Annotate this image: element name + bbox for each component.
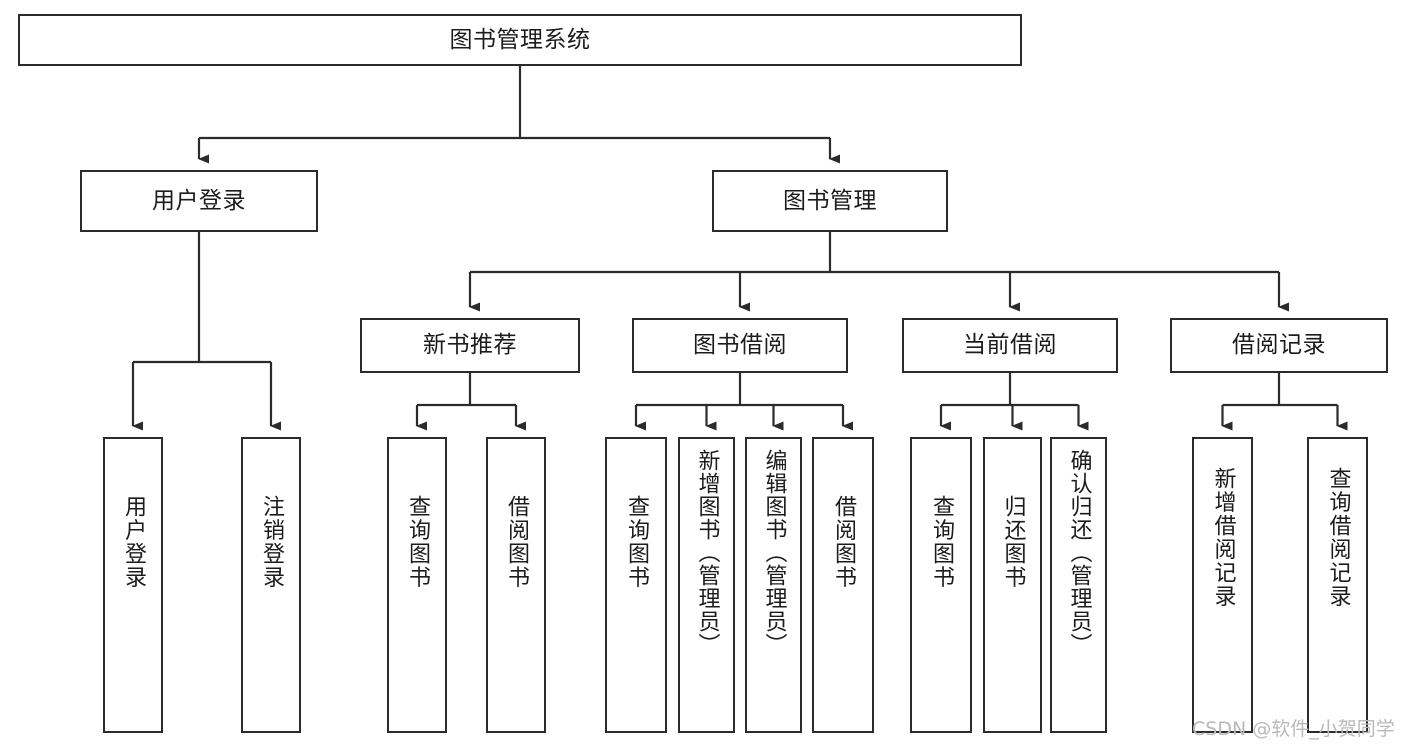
csdn-watermark: CSDN @软件_小贺同学 (1192, 718, 1395, 740)
node-label: 借阅记录 (1232, 332, 1326, 359)
node-leaf-user-login[interactable]: 用户登录 (103, 437, 163, 733)
node-label: 图书管理 (783, 187, 877, 214)
node-label: 借阅图书 (831, 495, 856, 589)
node-label: 新增图书（管理员） (694, 449, 720, 656)
node-book-manage[interactable]: 图书管理 (712, 170, 948, 232)
node-label: 编辑图书（管理员） (761, 449, 787, 656)
node-user-login[interactable]: 用户登录 (80, 170, 318, 232)
node-label: 新增借阅记录 (1210, 467, 1236, 608)
node-leaf-edit-book[interactable]: 编辑图书（管理员） (745, 437, 802, 733)
node-root[interactable]: 图书管理系统 (18, 14, 1022, 66)
node-leaf-borrow-book[interactable]: 借阅图书 (812, 437, 874, 733)
node-leaf-query-book-cur[interactable]: 查询图书 (910, 437, 972, 733)
node-label: 用户登录 (121, 495, 146, 589)
node-label: 查询借阅记录 (1325, 467, 1351, 608)
node-label: 借阅图书 (504, 495, 529, 589)
node-leaf-query-book[interactable]: 查询图书 (605, 437, 667, 733)
node-borrow-record[interactable]: 借阅记录 (1170, 318, 1388, 373)
node-book-borrow[interactable]: 图书借阅 (632, 318, 848, 373)
node-label: 归还图书 (1000, 495, 1026, 589)
node-leaf-confirm-return[interactable]: 确认归还（管理员） (1050, 437, 1107, 733)
node-leaf-borrow-book-rec[interactable]: 借阅图书 (486, 437, 546, 733)
node-label: 当前借阅 (963, 332, 1057, 359)
node-label: 新书推荐 (423, 332, 517, 359)
node-leaf-add-book[interactable]: 新增图书（管理员） (678, 437, 735, 733)
node-label: 查询图书 (929, 495, 954, 589)
node-label: 注销登录 (259, 495, 284, 589)
node-current-borrow[interactable]: 当前借阅 (902, 318, 1118, 373)
node-label: 查询图书 (405, 495, 430, 589)
node-leaf-add-record[interactable]: 新增借阅记录 (1192, 437, 1253, 733)
node-leaf-return-book[interactable]: 归还图书 (983, 437, 1042, 733)
node-leaf-query-record[interactable]: 查询借阅记录 (1307, 437, 1368, 733)
node-new-book-rec[interactable]: 新书推荐 (360, 318, 580, 373)
node-label: 图书管理系统 (449, 26, 591, 53)
node-leaf-query-book-rec[interactable]: 查询图书 (387, 437, 447, 733)
node-leaf-user-logout[interactable]: 注销登录 (241, 437, 301, 733)
node-label: 确认归还（管理员） (1066, 449, 1092, 656)
node-label: 查询图书 (624, 495, 649, 589)
node-label: 用户登录 (152, 187, 246, 214)
node-label: 图书借阅 (693, 332, 787, 359)
